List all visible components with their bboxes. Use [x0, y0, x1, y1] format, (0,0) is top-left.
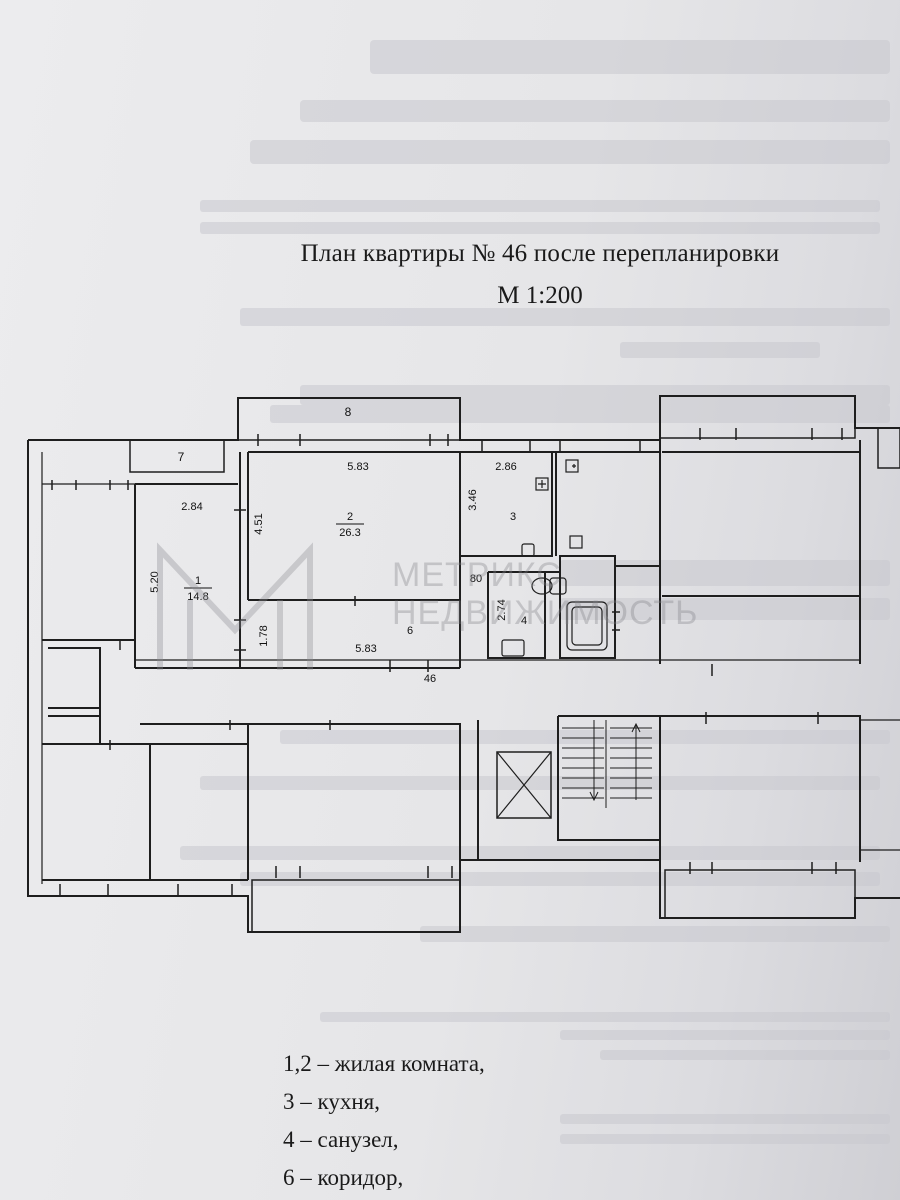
watermark-text: МЕТРИКС НЕДВИЖИМОСТЬ — [392, 556, 698, 632]
plan-title: План квартиры № 46 после перепланировки — [300, 240, 780, 267]
room-3-label: 3 — [510, 511, 516, 523]
legend-item-corridor: 6 – коридор, — [283, 1165, 404, 1190]
dim-3-46: 3.46 — [467, 489, 479, 510]
dim-1-78: 1.78 — [258, 625, 270, 646]
room-8-label: 8 — [345, 405, 352, 419]
dim-5-83-bottom: 5.83 — [355, 643, 376, 655]
room-1-number: 1 — [195, 575, 201, 587]
room-7-label: 7 — [178, 450, 185, 464]
watermark-line-2: НЕДВИЖИМОСТЬ — [392, 594, 699, 632]
legend: 1,2 – жилая комната, 3 – кухня, 4 – сану… — [283, 1045, 485, 1197]
legend-item-kitchen: 3 – кухня, — [283, 1089, 380, 1114]
dim-46: 46 — [424, 673, 436, 685]
room-4-label: 4 — [521, 615, 527, 627]
legend-item-living: 1,2 – жилая комната, — [283, 1051, 485, 1076]
watermark-line-1: МЕТРИКС — [392, 556, 562, 594]
watermark-logo — [157, 542, 313, 670]
room-2-area: 26.3 — [339, 527, 360, 539]
dim-4-51: 4.51 — [253, 513, 265, 534]
plan-scale: М 1:200 — [497, 282, 583, 309]
dim-5-83-top: 5.83 — [347, 461, 368, 473]
dim-2-74: 2.74 — [496, 599, 508, 620]
room-6-label: 6 — [407, 625, 413, 637]
dim-5-20: 5.20 — [149, 571, 161, 592]
room-2-number: 2 — [347, 511, 353, 523]
dim-2-84: 2.84 — [181, 501, 202, 513]
legend-item-bathroom: 4 – санузел, — [283, 1127, 399, 1152]
dim-2-86: 2.86 — [495, 461, 516, 473]
dim-80: 80 — [470, 573, 482, 585]
room-1-area: 14.8 — [187, 591, 208, 603]
